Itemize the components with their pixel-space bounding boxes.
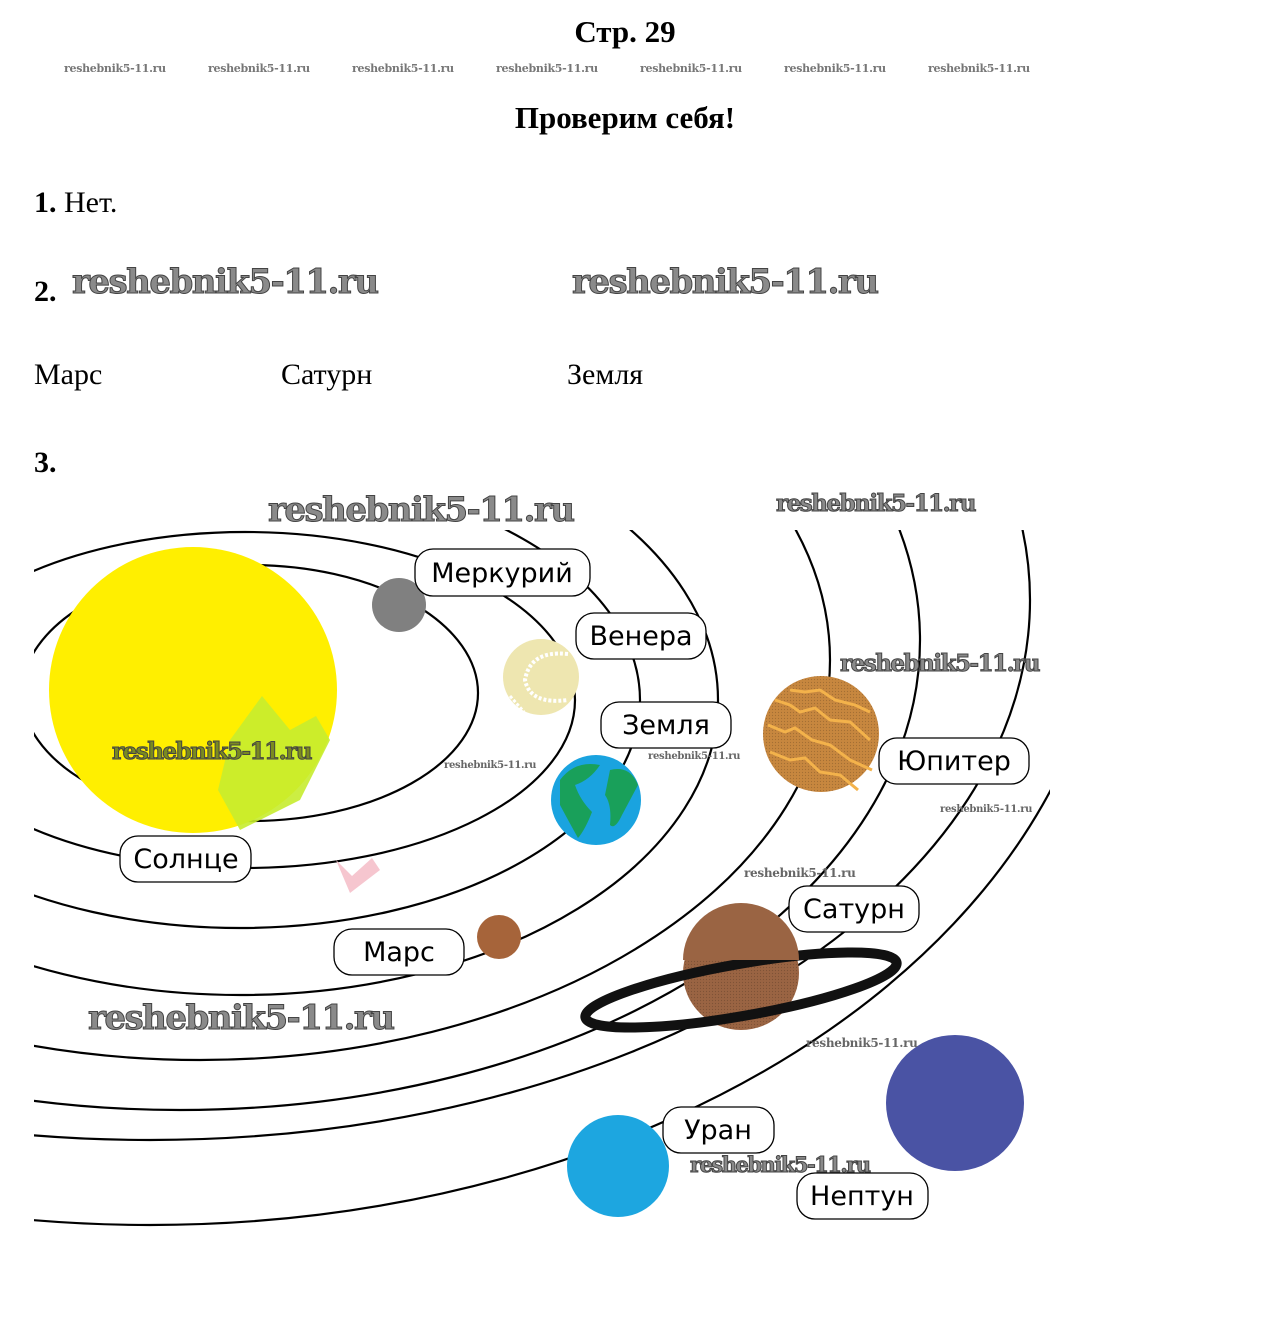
label-saturn: Сатурн xyxy=(788,885,920,933)
watermark: reshebnik5-11.ru xyxy=(648,751,741,762)
orbit-jupiter xyxy=(34,530,831,1061)
label-text: Меркурий xyxy=(431,558,573,589)
label-text: Юпитер xyxy=(897,746,1011,777)
label-sun: Солнце xyxy=(119,835,252,883)
orbit-neptune xyxy=(34,788,1050,1226)
section-title: Проверим себя! xyxy=(514,100,736,135)
watermark: reshebnik5-11.ru xyxy=(776,490,977,518)
watermark: reshebnik5-11.ru xyxy=(64,62,166,75)
label-text: Венера xyxy=(589,621,692,652)
watermark: reshebnik5-11.ru xyxy=(572,262,880,303)
watermark: reshebnik5-11.ru xyxy=(268,490,576,531)
watermark: reshebnik5-11.ru xyxy=(72,262,380,303)
mars-icon xyxy=(477,915,521,959)
earth-icon xyxy=(551,755,641,845)
label-text: Солнце xyxy=(133,844,238,875)
label-mars: Марс xyxy=(333,928,465,976)
label-jupiter: Юпитер xyxy=(878,737,1030,785)
answer-saturn: Сатурн xyxy=(281,358,373,391)
answer-earth: Земля xyxy=(567,358,644,391)
question-3: 3. xyxy=(34,446,57,480)
watermark: reshebnik5-11.ru xyxy=(208,62,310,75)
watermark: reshebnik5-11.ru xyxy=(690,1152,872,1178)
watermark: reshebnik5-11.ru xyxy=(112,738,313,766)
orbits xyxy=(34,530,1050,1226)
page-number-title: Стр. 29 xyxy=(574,14,676,49)
question-number: 1. xyxy=(34,186,57,219)
decorative-star-fragment xyxy=(336,858,380,893)
watermark: reshebnik5-11.ru xyxy=(496,62,598,75)
question-answer: Нет. xyxy=(64,186,118,219)
question-number: 2. xyxy=(34,275,57,308)
question-2: 2. xyxy=(34,275,57,309)
watermark: reshebnik5-11.ru xyxy=(744,866,856,880)
neptune-icon xyxy=(886,1035,1024,1171)
jupiter-icon xyxy=(763,676,879,792)
label-uranus: Уран xyxy=(662,1106,775,1154)
watermark: reshebnik5-11.ru xyxy=(640,62,742,75)
venus-icon xyxy=(503,639,579,715)
label-text: Земля xyxy=(622,710,710,741)
watermark: reshebnik5-11.ru xyxy=(840,650,1041,678)
label-mercury: Меркурий xyxy=(414,548,591,597)
sun-highlight xyxy=(218,696,330,830)
label-text: Марс xyxy=(363,937,435,968)
watermark: reshebnik5-11.ru xyxy=(806,1036,918,1050)
saturn-icon xyxy=(580,903,902,1033)
label-text: Нептун xyxy=(810,1181,914,1212)
orbit-saturn xyxy=(34,530,921,1111)
watermark: reshebnik5-11.ru xyxy=(928,62,1030,75)
watermark: reshebnik5-11.ru xyxy=(88,998,396,1039)
question-1: 1. Нет. xyxy=(34,186,117,220)
orbit-mars xyxy=(34,530,719,997)
orbit-uranus xyxy=(34,530,1031,1141)
watermark-row: reshebnik5-11.ru reshebnik5-11.ru resheb… xyxy=(64,62,1072,75)
orbit-earth xyxy=(34,530,641,930)
label-earth: Земля xyxy=(600,701,732,749)
solar-system-diagram: Солнце Меркурий Венера Земля Марс Юпитер… xyxy=(34,530,1050,1226)
watermark: reshebnik5-11.ru xyxy=(784,62,886,75)
uranus-icon xyxy=(567,1115,669,1217)
label-neptune: Нептун xyxy=(796,1172,929,1220)
label-text: Сатурн xyxy=(803,894,905,925)
label-venus: Венера xyxy=(575,612,707,660)
watermark: reshebnik5-11.ru xyxy=(940,804,1033,815)
sun xyxy=(49,547,337,833)
answer-mars: Марс xyxy=(34,358,103,391)
question-number: 3. xyxy=(34,446,57,479)
watermark: reshebnik5-11.ru xyxy=(444,760,537,771)
mercury-icon xyxy=(372,578,426,632)
label-text: Уран xyxy=(684,1115,752,1146)
watermark: reshebnik5-11.ru xyxy=(352,62,454,75)
